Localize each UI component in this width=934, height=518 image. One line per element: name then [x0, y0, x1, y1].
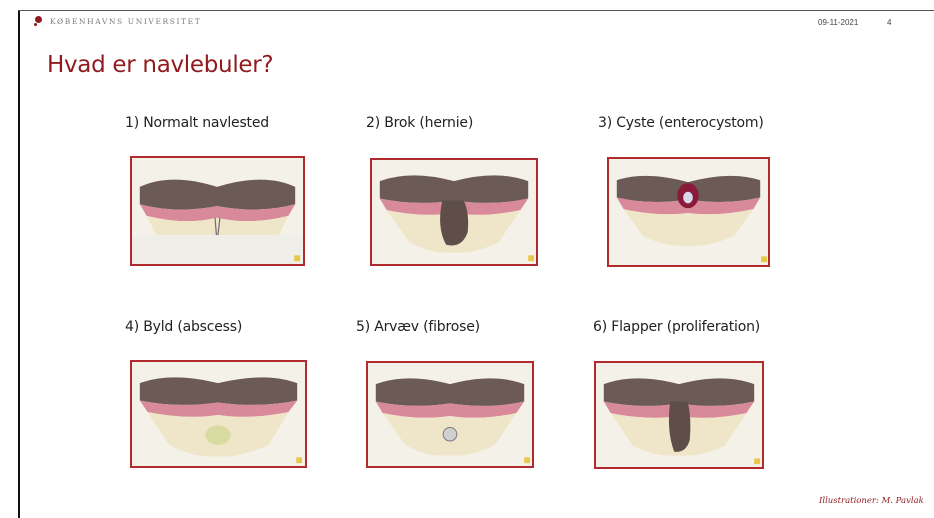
- hernia-illustration: [370, 158, 538, 266]
- ku-logo-icon: [34, 16, 44, 26]
- proliferation-illustration: [594, 361, 764, 469]
- slide-title: Hvad er navlebuler?: [47, 52, 273, 78]
- panel-label-2: 2) Brok (hernie): [366, 115, 473, 131]
- panel-label-6: 6) Flapper (proliferation): [593, 319, 760, 335]
- slide-header: KØBENHAVNS UNIVERSITET: [34, 12, 201, 30]
- cyst-illustration: [607, 157, 770, 267]
- left-border: [18, 10, 20, 518]
- abscess-illustration: [130, 360, 307, 468]
- page-number: 4: [887, 18, 891, 27]
- panel-label-3: 3) Cyste (enterocystom): [598, 115, 764, 131]
- panel-label-4: 4) Byld (abscess): [125, 319, 242, 335]
- panel-label-5: 5) Arvæv (fibrose): [356, 319, 480, 335]
- university-name: KØBENHAVNS UNIVERSITET: [50, 17, 201, 26]
- panel-label-1: 1) Normalt navlested: [125, 115, 269, 131]
- illustration-credit: Illustrationer: M. Pavlak: [819, 496, 924, 506]
- top-border: [18, 10, 934, 11]
- fibrosis-illustration: [366, 361, 534, 468]
- normal-navel-illustration: [130, 156, 305, 266]
- slide-date: 09-11-2021: [818, 18, 858, 27]
